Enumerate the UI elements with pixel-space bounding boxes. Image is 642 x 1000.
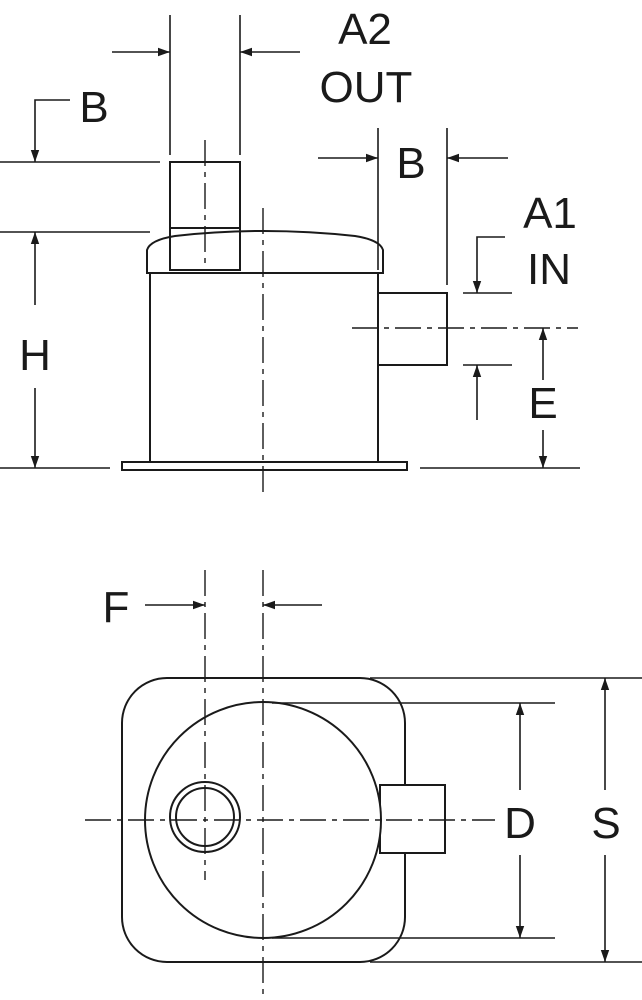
label-out: OUT: [320, 63, 413, 112]
elevation-view: A2 OUT B B A1 IN E H: [0, 5, 580, 492]
filter-body: [149, 272, 379, 463]
base-plate: [121, 461, 408, 471]
inlet-pipe-plan: [379, 784, 446, 854]
filter-cap: [146, 230, 384, 274]
plan-view: F D S: [85, 570, 642, 1000]
label-in: IN: [527, 245, 571, 294]
label-a1: A1: [523, 189, 577, 238]
label-b-left: B: [79, 83, 108, 132]
label-e: E: [528, 379, 557, 428]
label-d: D: [504, 799, 536, 848]
label-s: S: [591, 799, 620, 848]
label-a2: A2: [338, 5, 392, 54]
label-b-right: B: [396, 139, 425, 188]
label-f: F: [103, 583, 130, 632]
inlet-pipe: [377, 292, 448, 366]
label-h: H: [19, 331, 51, 380]
